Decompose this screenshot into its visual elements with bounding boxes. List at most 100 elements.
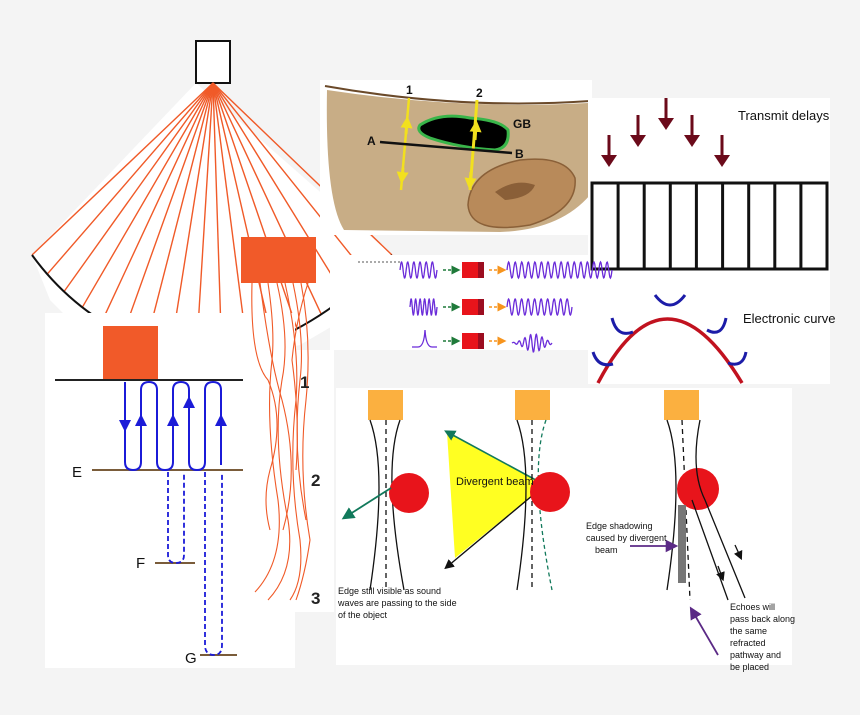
transducer-left	[368, 390, 403, 420]
refracted-path-b	[691, 499, 729, 601]
transmit-delays-title: Transmit delays	[738, 108, 830, 123]
left-caption-line: waves are passing to the side	[337, 598, 457, 608]
beam-transducer-block	[241, 237, 316, 283]
gb-label-gb: GB	[513, 117, 531, 131]
dashed-path-f	[167, 472, 185, 564]
edge-shadowing-diagram: Divergent beam Edge still visible as sou…	[336, 388, 798, 672]
transducer-right	[664, 390, 699, 420]
gb-label-1: 1	[406, 83, 413, 97]
fan-ray	[145, 82, 214, 345]
middle-caption-line: beam	[595, 545, 618, 555]
beam-lines	[251, 282, 311, 601]
gallbladder-scan-diagram: 1 2 GB A B	[320, 80, 592, 235]
gallbladder-shape	[417, 114, 510, 152]
fan-ray	[31, 82, 214, 256]
fan-ray	[212, 82, 298, 330]
middle-caption: Edge shadowing caused by divergent beam	[586, 521, 669, 555]
red-object-right	[677, 468, 719, 510]
delay-arrow-head	[601, 155, 617, 167]
beam-right-outer-a	[666, 419, 677, 591]
middle-caption-line: caused by divergent	[586, 533, 667, 543]
right-caption-line: be placed	[730, 662, 769, 672]
skin-line	[324, 85, 591, 105]
fan-ray	[169, 82, 214, 354]
label-position-3: 3	[311, 589, 320, 608]
fan-ray	[46, 82, 214, 275]
refracted-arrow-a	[733, 544, 743, 561]
line-a-b	[379, 140, 513, 155]
scanline-2-arrow-up	[469, 120, 482, 141]
delay-arrow-head	[714, 155, 730, 167]
purple-arrow-echo	[689, 606, 719, 656]
wavelet-cup-2	[610, 317, 634, 335]
wavelet-cup-3	[653, 294, 687, 307]
fan-ray	[212, 82, 223, 357]
beam-line	[259, 282, 292, 531]
green-deflect-left	[341, 487, 392, 520]
linear-transducer-block	[103, 326, 158, 381]
wave-row-3-output	[511, 333, 553, 353]
delay-arrow-head	[658, 118, 674, 130]
divergent-ray-top	[444, 430, 546, 486]
beam-line	[284, 282, 302, 601]
crystal-backing	[478, 299, 484, 315]
fan-ray	[63, 82, 214, 293]
gb-label-2: 2	[476, 86, 483, 100]
red-object-middle	[530, 472, 570, 512]
gb-label-a: A	[367, 134, 376, 148]
reflection-panel-background	[45, 313, 295, 668]
multipath-reflection-diagram: E F G	[45, 313, 295, 668]
wave-row-3-input	[412, 329, 437, 348]
beam-profile-diagram: 1 2 3	[241, 237, 334, 612]
kidney-inner	[495, 182, 535, 200]
scanline-1-arrow-down	[396, 167, 409, 184]
wave-row-2-input	[409, 297, 438, 317]
right-caption-line: the same	[730, 626, 767, 636]
beam-line	[254, 282, 280, 593]
delay-arrows	[601, 98, 730, 167]
fan-ray	[81, 82, 214, 308]
scanline-2-arrow-down	[464, 171, 477, 190]
wave-row-1-output	[506, 260, 613, 280]
right-caption-line: pathway and	[730, 650, 781, 660]
right-caption: Echoes will pass back along the same ref…	[730, 602, 798, 672]
wave-row-1-input	[399, 261, 438, 279]
label-position-2: 2	[311, 471, 320, 490]
crystal-backing	[478, 333, 484, 349]
beam-left-outer-a	[369, 419, 380, 591]
left-caption-line: Edge still visible as sound	[338, 586, 441, 596]
wavelet-cup-1	[591, 351, 614, 367]
shadow-panel-background	[336, 388, 792, 665]
sector-transducer-box	[195, 40, 231, 84]
label-f: F	[136, 555, 145, 572]
label-e: E	[72, 464, 82, 481]
right-caption-line: Echoes will	[730, 602, 775, 612]
beam-mid-outer-a	[516, 419, 527, 591]
divergent-beam-label: Divergent beam	[456, 476, 534, 488]
wave-row-2-output	[506, 297, 573, 317]
red-object-left	[389, 473, 429, 513]
electronic-curve	[596, 317, 744, 384]
wavelet-cup-4	[706, 317, 728, 334]
scanline-1-arrow-up	[400, 116, 413, 135]
delay-arrow-head	[684, 135, 700, 147]
shadow-bar	[678, 505, 686, 583]
right-caption-line: refracted	[730, 638, 766, 648]
gb-label-b: B	[515, 147, 524, 161]
electronic-curve-label: Electronic curve	[743, 311, 835, 326]
divergent-ray-bottom	[444, 484, 546, 570]
wave-trains	[399, 260, 613, 353]
transducer-middle	[515, 390, 550, 420]
beam-mid-outer-b	[537, 419, 553, 591]
divergent-beam-region	[447, 432, 545, 558]
left-caption-line: of the object	[338, 610, 388, 620]
right-caption-line: pass back along	[730, 614, 795, 624]
pulse-damping-diagram	[330, 255, 613, 353]
left-caption: Edge still visible as sound waves are pa…	[337, 586, 459, 620]
beam-line	[291, 282, 309, 471]
transducer-array	[590, 181, 829, 271]
fan-rays	[31, 82, 393, 361]
fan-ray	[212, 82, 370, 278]
beam-line	[267, 282, 291, 601]
